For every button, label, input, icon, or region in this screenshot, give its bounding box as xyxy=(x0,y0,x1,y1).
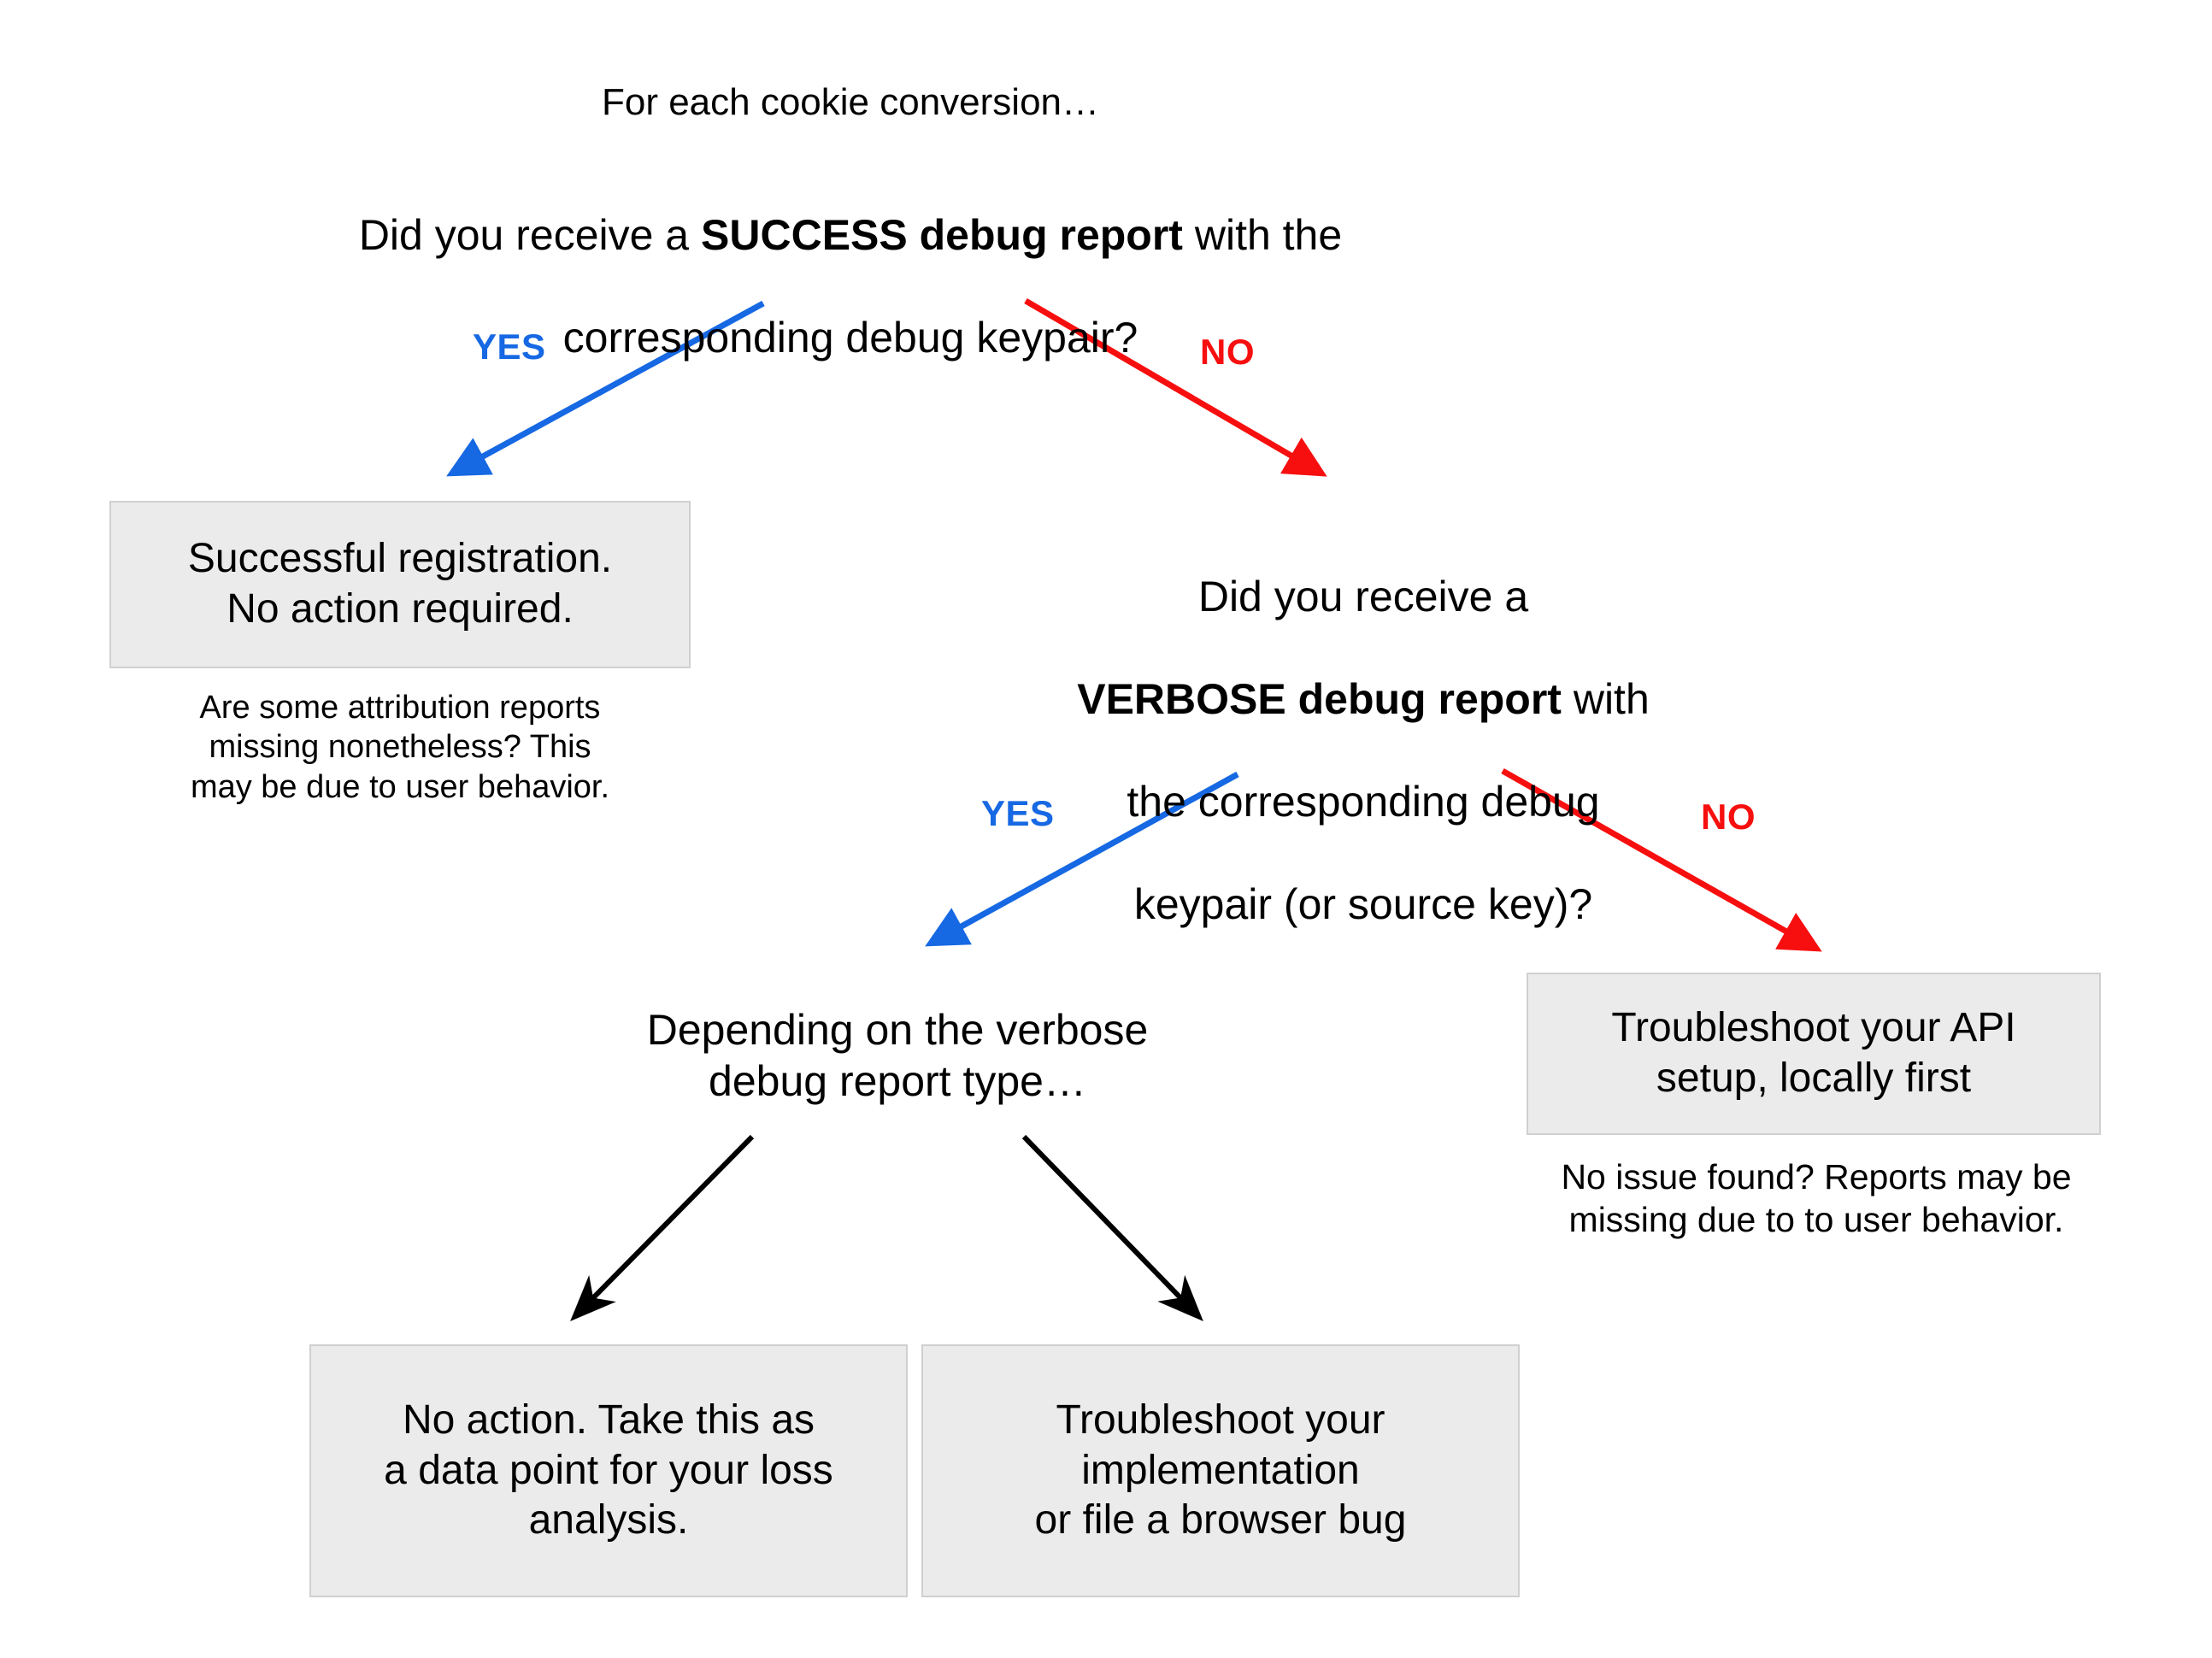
root-question-line1-pre: Did you receive a xyxy=(358,211,702,259)
caption-success-note: Are some attribution reports missing non… xyxy=(190,690,610,805)
edge-type-left-line xyxy=(570,1134,755,1321)
second-question: Did you receive a VERBOSE debug report w… xyxy=(1009,520,1718,930)
second-question-line4: keypair (or source key)? xyxy=(1133,880,1593,928)
flow-lead-text: For each cookie conversion… xyxy=(601,81,1100,123)
edge-label-root-yes: YES xyxy=(473,326,546,367)
report-type-prompt: Depending on the verbose debug report ty… xyxy=(646,1006,1149,1105)
root-question-line2: corresponding debug keypair? xyxy=(562,314,1138,362)
second-question-line2-bold: VERBOSE debug report xyxy=(1077,675,1562,723)
edge-label-second-no: NO xyxy=(1701,797,1756,837)
second-question-line3: the corresponding debug xyxy=(1127,778,1600,826)
second-question-line2-post: with xyxy=(1561,675,1650,723)
box-successful-registration[interactable]: Successful registration. No action requi… xyxy=(109,501,691,668)
root-question: Did you receive a SUCCESS debug report w… xyxy=(282,158,1419,363)
root-question-line1-post: with the xyxy=(1182,211,1343,259)
root-question-line1-bold: SUCCESS debug report xyxy=(701,211,1183,259)
box-troubleshoot-api-setup[interactable]: Troubleshoot your API setup, locally fir… xyxy=(1527,973,2101,1135)
caption-api-note: No issue found? Reports may be missing d… xyxy=(1561,1157,2072,1240)
edge-type-right-line xyxy=(1021,1134,1203,1322)
box-no-action-loss-analysis[interactable]: No action. Take this as a data point for… xyxy=(309,1344,908,1597)
edge-label-root-no: NO xyxy=(1200,332,1255,372)
second-question-line1: Did you receive a xyxy=(1197,573,1529,620)
edge-label-second-yes: YES xyxy=(981,793,1055,833)
box-troubleshoot-implementation[interactable]: Troubleshoot your implementation or file… xyxy=(921,1344,1520,1597)
